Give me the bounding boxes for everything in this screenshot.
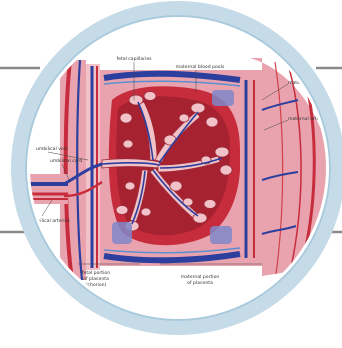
label-fetal-portion-1: fetal portion [82,270,110,276]
label-umbilical-vein: umbilical vein [36,146,68,152]
label-fetal-portion-2: of placenta [83,276,109,282]
label-maternal-portion-1: maternal portion [181,274,220,280]
label-maternal-portion-2: of placenta [187,280,213,286]
basal-plate [240,76,262,262]
label-umbilical-cord: umbilical cord [50,158,82,164]
label-fetal-capillaries: fetal capillaries [116,56,152,62]
label-maternal-blood-pools: maternal blood pools [176,64,225,70]
